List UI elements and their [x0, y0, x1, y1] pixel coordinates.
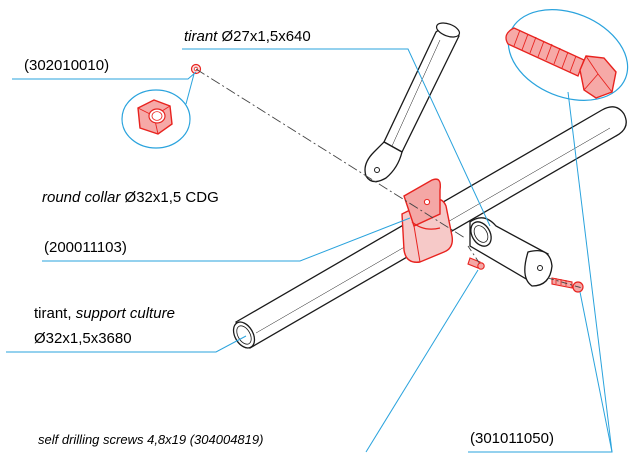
tirant-label: tirant Ø27x1,5x640	[184, 28, 311, 46]
tube-label-normal: tirant,	[34, 305, 76, 322]
bolt-code-label: (301011050)	[470, 430, 554, 447]
tube-label-line2: Ø32x1,5x3680	[34, 330, 132, 347]
tirant-label-dim: Ø27x1,5x640	[221, 28, 311, 45]
collar-label-italic: round collar	[42, 189, 125, 206]
tube-label-italic: support culture	[75, 305, 175, 322]
collar-code-label: (200011103)	[44, 239, 127, 256]
screws-label: self drilling screws 4,8x19 (304004819)	[38, 432, 264, 447]
tube-label-line1: tirant, support culture	[34, 305, 175, 323]
small-screw	[467, 257, 485, 270]
bolt-axis	[547, 277, 583, 289]
bolt-magnified-callout	[505, 9, 629, 101]
leader-lines	[6, 48, 613, 453]
collar-label: round collar Ø32x1,5 CDG	[42, 189, 219, 207]
cross-tube	[469, 217, 553, 287]
nut-magnified-callout	[121, 73, 195, 149]
collar-label-dim: Ø32x1,5 CDG	[124, 189, 219, 206]
bolt	[551, 277, 584, 293]
assembly-axis	[195, 68, 466, 239]
nut-code-label: (302010010)	[24, 57, 110, 74]
screw-axis	[467, 245, 481, 265]
tirant-label-italic: tirant	[184, 28, 222, 45]
round-collar	[401, 178, 454, 263]
short-tirant-tube	[364, 22, 461, 183]
